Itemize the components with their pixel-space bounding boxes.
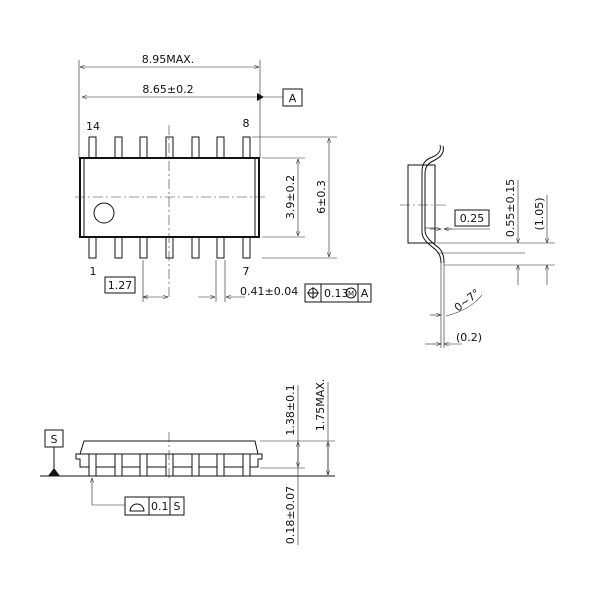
dim-total-height-label: 1.75MAX. bbox=[314, 379, 327, 432]
datum-s-label: S bbox=[51, 433, 58, 446]
package-body bbox=[79, 157, 260, 238]
end-body bbox=[407, 164, 436, 244]
dim-standoff-label: 0.18±0.07 bbox=[284, 486, 297, 544]
mmc-modifier: M bbox=[348, 290, 354, 298]
pitch-box bbox=[104, 276, 136, 294]
dim-body-height-label: 1.38±0.1 bbox=[284, 384, 297, 435]
top-view: 8.95MAX. 8.65±0.2 A 14 8 1 7 3.9±0.2 bbox=[75, 53, 372, 303]
dim-width-body-label: 3.9±0.2 bbox=[284, 175, 297, 219]
side-view: S 0.1 S 1.38±0.1 1.75MAX. 0.18±0.07 bbox=[40, 379, 335, 545]
pin-1-label: 1 bbox=[90, 265, 97, 278]
dim-body-label: 8.65±0.2 bbox=[142, 83, 193, 96]
foot-ref-label: (1.05) bbox=[533, 197, 546, 230]
angle-label: 0~7° bbox=[452, 286, 483, 314]
lead-width-label: 0.41±0.04 bbox=[240, 285, 298, 298]
flatness-frame: 0.1 S bbox=[124, 496, 185, 516]
side-pins bbox=[88, 453, 251, 477]
ref-dim-label: (0.2) bbox=[456, 331, 482, 344]
datum-a-label: A bbox=[289, 92, 297, 105]
pin-7-label: 7 bbox=[243, 265, 250, 278]
flatness-value: 0.1 bbox=[151, 500, 169, 513]
tolerance-value: 0.13 bbox=[324, 287, 349, 300]
datum-a-box bbox=[282, 88, 303, 107]
dim-width-total-label: 6±0.3 bbox=[315, 180, 328, 214]
lead-thickness-box bbox=[454, 209, 490, 227]
dim-overall-label: 8.95MAX. bbox=[142, 53, 195, 66]
top-pins bbox=[88, 136, 251, 259]
pitch-label: 1.27 bbox=[108, 279, 133, 292]
lead-thickness-label: 0.25 bbox=[460, 212, 485, 225]
pin-8-label: 8 bbox=[243, 117, 250, 130]
flatness-datum: S bbox=[174, 500, 181, 513]
tolerance-datum: A bbox=[361, 287, 369, 300]
pin-14-label: 14 bbox=[86, 120, 100, 133]
pin1-marker bbox=[93, 202, 115, 224]
position-tolerance-frame: 0.13 M A bbox=[304, 283, 372, 303]
foot-length-label: 0.55±0.15 bbox=[504, 179, 517, 237]
profile-icon bbox=[129, 503, 145, 512]
end-view: 0.25 0.55±0.15 (1.05) 0~7° (0.2) bbox=[400, 144, 555, 348]
